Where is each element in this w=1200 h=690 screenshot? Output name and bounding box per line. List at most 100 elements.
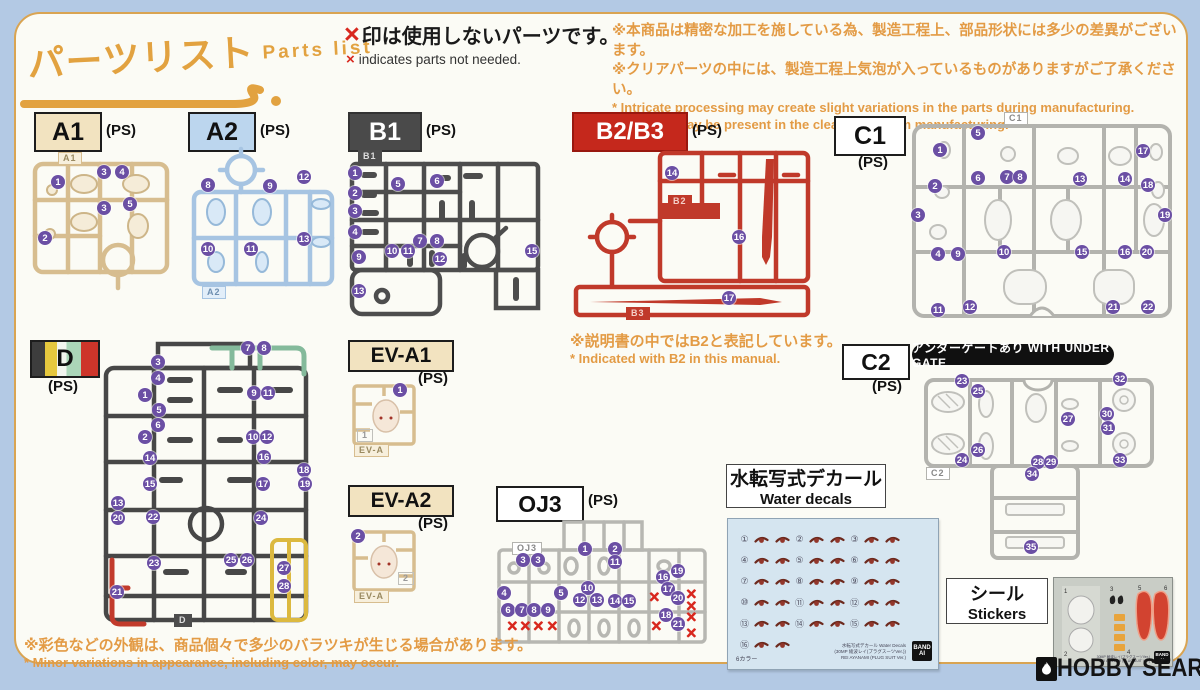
note-jp-2: ※クリアパーツの中には、製造工程上気泡が入っているものがありますがご了承ください… bbox=[612, 62, 1176, 98]
part-number: 12 bbox=[297, 170, 311, 184]
part-number: 20 bbox=[111, 511, 125, 525]
b2-note: ※説明書の中ではB2と表記しています。 * Indicated with B2 … bbox=[570, 330, 842, 366]
water-decals-jp: 水転写式デカール bbox=[729, 469, 882, 490]
part-number: 2 bbox=[348, 186, 362, 200]
sprue-c2 bbox=[924, 378, 1154, 560]
part-number: 5 bbox=[123, 197, 137, 211]
part-number: 11 bbox=[608, 555, 622, 569]
decal-number: ⑦ bbox=[740, 576, 749, 586]
part-number: 2 bbox=[928, 179, 942, 193]
stickers-jp: シール bbox=[970, 583, 1024, 604]
part-number: 24 bbox=[254, 511, 268, 525]
x-note-jp: 印は使用しないパーツです。 bbox=[361, 26, 620, 48]
water-decals-en: Water decals bbox=[760, 491, 852, 508]
part-number: 10 bbox=[385, 244, 399, 258]
eye-decal bbox=[754, 621, 769, 627]
part-number: 34 bbox=[1025, 467, 1039, 481]
part-number: 20 bbox=[1140, 245, 1154, 259]
note-en-1: * Intricate processing may create slight… bbox=[612, 100, 1135, 116]
part-number: 3 bbox=[348, 204, 362, 218]
runner-eva2-material: (PS) bbox=[418, 515, 448, 532]
part-number: 1 bbox=[51, 175, 65, 189]
decal-number: ③ bbox=[850, 534, 859, 544]
part-number: 12 bbox=[963, 300, 977, 314]
water-decals-label: 水転写式デカール Water decals bbox=[726, 464, 886, 508]
part-number: 6 bbox=[430, 174, 444, 188]
part-number: 23 bbox=[955, 374, 969, 388]
runner-label-b1: B1 bbox=[348, 112, 422, 152]
runner-tag: A1 bbox=[58, 152, 82, 165]
eye-decal bbox=[864, 579, 879, 585]
runner-tag: B3 bbox=[626, 307, 650, 320]
decal-number: ⑨ bbox=[850, 576, 859, 586]
part-number: 13 bbox=[352, 284, 366, 298]
part-number: 5 bbox=[971, 126, 985, 140]
eye-decal bbox=[809, 621, 824, 627]
decal-number: ⑯ bbox=[739, 640, 749, 650]
part-number: 8 bbox=[257, 341, 271, 355]
part-number: 14 bbox=[608, 594, 622, 608]
part-number: 21 bbox=[671, 617, 685, 631]
part-number: 14 bbox=[1118, 172, 1132, 186]
decal-number: ⑧ bbox=[795, 576, 804, 586]
part-number: 16 bbox=[732, 230, 746, 244]
runner-tag: EV-A bbox=[354, 444, 390, 457]
runner-c1-material: (PS) bbox=[858, 154, 888, 171]
eye-decal bbox=[885, 600, 900, 606]
runner-b1-material: (PS) bbox=[426, 122, 456, 139]
part-number: 1 bbox=[933, 143, 947, 157]
part-number: 16 bbox=[656, 570, 670, 584]
eye-decal bbox=[885, 537, 900, 543]
part-number: 1 bbox=[138, 388, 152, 402]
decal-number: ⑩ bbox=[740, 597, 749, 607]
bandai-logo: BANDAI bbox=[912, 641, 932, 661]
runner-label-a2: A2 bbox=[188, 112, 256, 152]
part-number: 13 bbox=[1073, 172, 1087, 186]
part-number: 17 bbox=[722, 291, 736, 305]
decal-number: ⑥ bbox=[850, 555, 859, 565]
eye-decal bbox=[830, 537, 845, 543]
runner-a2-material: (PS) bbox=[260, 122, 290, 139]
part-number: 11 bbox=[931, 303, 945, 317]
bandai-logo-small: BANDAI bbox=[1154, 651, 1170, 664]
part-number: 16 bbox=[1118, 245, 1132, 259]
part-number: 8 bbox=[201, 178, 215, 192]
part-number: 29 bbox=[1044, 455, 1058, 469]
not-needed-x-mark: × bbox=[685, 584, 697, 604]
eye-decal bbox=[830, 621, 845, 627]
b2-note-jp: ※説明書の中ではB2と表記しています。 bbox=[570, 333, 842, 350]
decal-fine-print: 水転写式デカール Water Decals (30MP 綾波レイ(プラグスーツV… bbox=[834, 642, 906, 660]
part-number: 35 bbox=[1024, 540, 1038, 554]
part-number: 9 bbox=[247, 386, 261, 400]
not-needed-x-mark: × bbox=[685, 623, 697, 643]
eye-decal bbox=[775, 642, 790, 648]
not-needed-x-mark: × bbox=[519, 616, 531, 636]
eye-decal bbox=[754, 579, 769, 585]
eye-decal bbox=[830, 558, 845, 564]
part-number: 15 bbox=[622, 594, 636, 608]
runner-label-d: D bbox=[30, 340, 100, 378]
runner-b2b3-material: (PS) bbox=[692, 122, 722, 139]
sprue-c1 bbox=[912, 124, 1172, 318]
part-number: 6 bbox=[151, 418, 165, 432]
decal-row: ⑯ bbox=[738, 634, 903, 655]
part-number: 6 bbox=[501, 603, 515, 617]
x-mark-large: × bbox=[344, 19, 360, 49]
part-number: 17 bbox=[1136, 144, 1150, 158]
decal-number: ⑤ bbox=[795, 555, 804, 565]
eye-decal bbox=[775, 600, 790, 606]
part-number: 9 bbox=[263, 179, 277, 193]
svg-text:4: 4 bbox=[1127, 650, 1131, 656]
part-number: 25 bbox=[224, 553, 238, 567]
runner-a1-material: (PS) bbox=[106, 122, 136, 139]
